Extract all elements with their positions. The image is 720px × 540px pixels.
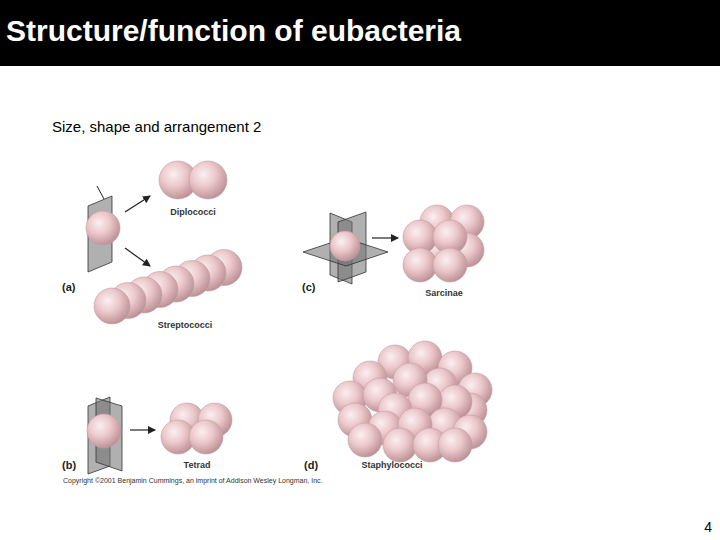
arrangement-name: Diplococci xyxy=(170,207,216,217)
arrow xyxy=(125,196,150,212)
arrangement-name: Staphylococci xyxy=(361,460,422,470)
coccus-cell xyxy=(189,420,223,454)
coccus-cell xyxy=(383,428,417,462)
coccus-cell xyxy=(403,248,437,282)
arrangement-name: Streptococci xyxy=(158,320,213,330)
arrows xyxy=(97,186,398,430)
arrow xyxy=(125,248,150,266)
panel-letter: (a) xyxy=(62,281,75,294)
coccus-cell xyxy=(433,248,467,282)
panel-letter: (d) xyxy=(304,459,318,472)
coccus-cell xyxy=(86,211,120,245)
coccus-cell xyxy=(438,428,472,462)
cocci xyxy=(86,161,492,462)
subtitle: Size, shape and arrangement 2 xyxy=(52,118,261,135)
division-planes xyxy=(88,196,388,474)
arrow xyxy=(372,237,398,238)
arrangement-name: Tetrad xyxy=(184,460,211,470)
coccus-cell xyxy=(348,423,382,457)
pointer-line xyxy=(97,186,104,199)
coccus-cell xyxy=(189,161,227,199)
coccus-cell xyxy=(94,288,130,324)
panel-letter: (b) xyxy=(62,459,76,472)
coccus-cell xyxy=(330,231,360,261)
slide-title: Structure/function of eubacteria xyxy=(6,14,461,49)
arrangement-name: Sarcinae xyxy=(425,288,463,298)
panel-letter: (c) xyxy=(302,281,315,294)
arrow xyxy=(130,429,155,430)
copyright-note: Copyright ©2001 Benjamin Cummings, an im… xyxy=(63,477,323,485)
coccus-cell xyxy=(87,414,121,448)
page-number: 4 xyxy=(704,519,712,535)
